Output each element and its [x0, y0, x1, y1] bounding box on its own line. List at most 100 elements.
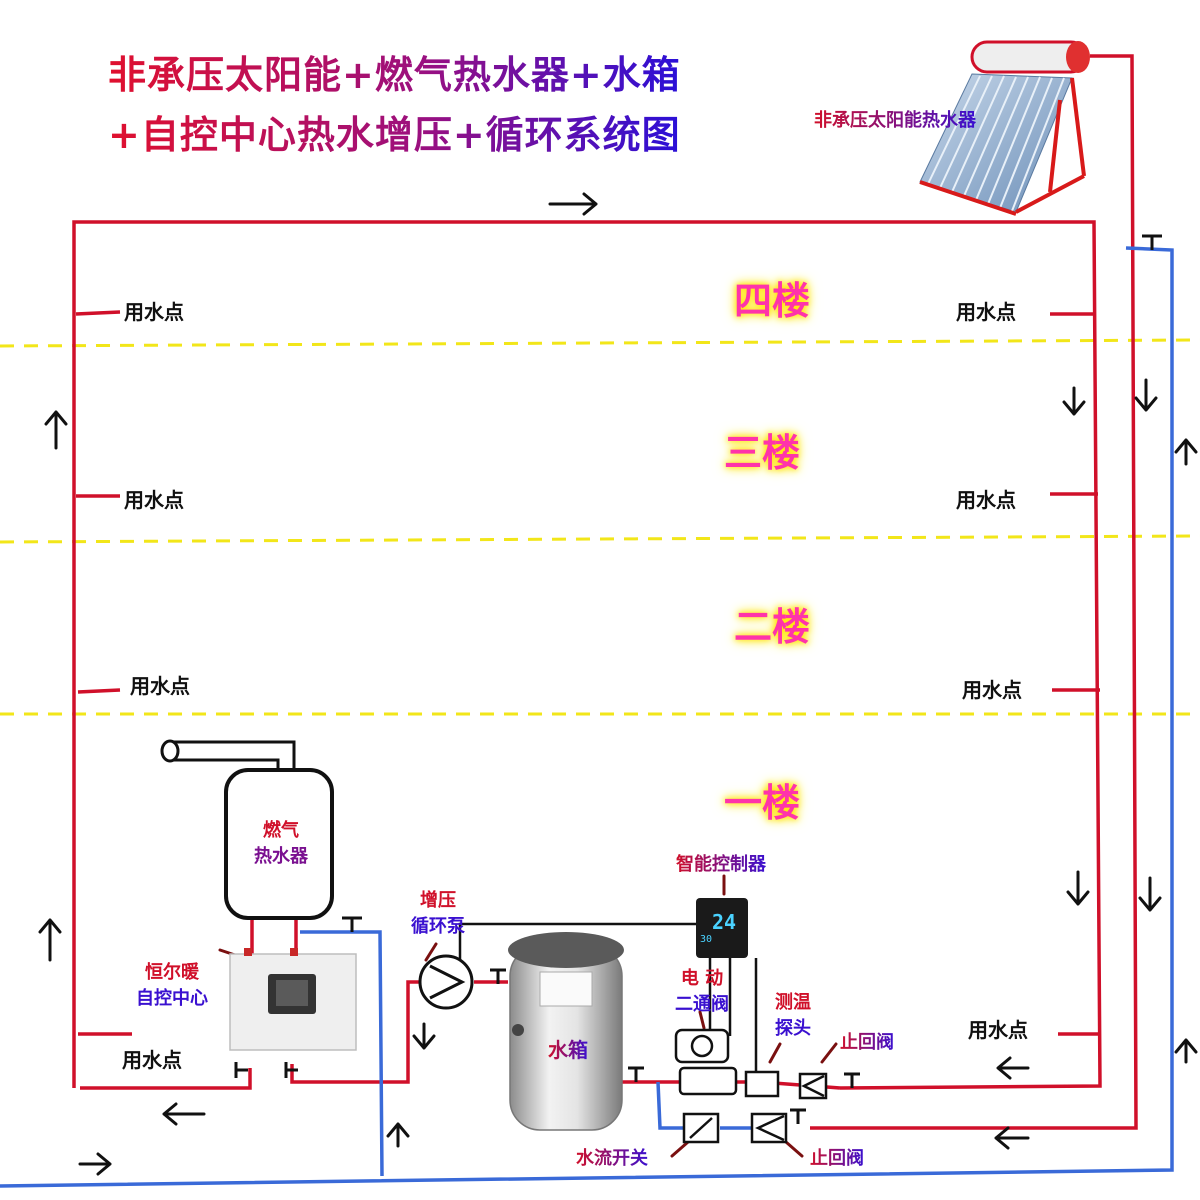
smart-controller-label: 智能控制器 — [676, 850, 766, 876]
temp-probe-label: 测温 探头 — [766, 990, 820, 1042]
floor-label-2: 二楼 — [734, 605, 811, 649]
check-valve-upper-mark — [801, 1074, 825, 1098]
title-line-1: 非承压太阳能+燃气热水器+水箱 — [108, 44, 681, 99]
check-valve-label-1: 止回阀 — [840, 1028, 894, 1054]
gas-heater-body — [224, 768, 334, 920]
controller-body — [696, 898, 748, 958]
flow-switch-mark — [689, 1117, 713, 1139]
flue-pipe — [170, 740, 296, 772]
solar-water-heater — [919, 40, 1090, 216]
floor-label-3: 三楼 — [724, 431, 801, 475]
check-valve-lower-mark — [755, 1114, 785, 1142]
arrow-pointer-pump — [424, 942, 438, 962]
pump-label-2: 循环泵 — [411, 916, 465, 937]
control-center-label-2: 自控中心 — [136, 988, 208, 1009]
tee-cap — [284, 1062, 298, 1078]
controller-display-main: 24 — [712, 910, 737, 934]
solar-hot-line — [810, 54, 1138, 1130]
arrow-pointer-check2 — [784, 1140, 804, 1158]
tee-cap — [234, 1062, 248, 1078]
arrow-up-left-lower — [38, 918, 62, 962]
controller-display-sub: 30 — [700, 934, 713, 945]
flue-pipe-end — [160, 739, 180, 763]
solar-heater-label: 非承压太阳能热水器 — [814, 106, 976, 132]
arrow-down-right-4 — [1138, 876, 1162, 912]
water-point-left-2: 用水点 — [130, 674, 190, 698]
arrow-up-right-2 — [1174, 1038, 1198, 1064]
smart-controller — [696, 898, 748, 958]
cold-water-pipes — [0, 246, 1174, 1188]
control-out-line — [80, 1068, 252, 1090]
cold-to-flow-switch — [656, 1081, 684, 1130]
arrow-down-right-1 — [1062, 386, 1086, 416]
arrow-pointer-flow — [670, 1140, 690, 1158]
solar-tubes — [927, 75, 1065, 212]
pump-label: 增压 循环泵 — [398, 888, 478, 940]
water-point-right-3: 用水点 — [956, 488, 1016, 512]
gas-heater-label-1: 燃气 — [263, 820, 299, 841]
title-line-2: +自控中心热水增压+循环系统图 — [108, 104, 681, 159]
pump-circle — [418, 954, 474, 1010]
electric-valve-label-1: 电 动 — [680, 968, 724, 989]
tee-cap — [490, 968, 506, 984]
valve-assembly — [674, 958, 828, 1144]
tee-cap — [1142, 234, 1162, 250]
cold-main — [0, 246, 1174, 1188]
water-point-left-4: 用水点 — [124, 300, 184, 324]
electric-valve-label-2: 二通阀 — [675, 994, 729, 1015]
arrow-left-bottom — [162, 1102, 206, 1126]
arrow-up-right-1 — [1174, 438, 1198, 466]
water-point-right-1: 用水点 — [968, 1018, 1028, 1042]
pump-label-1: 增压 — [420, 890, 456, 911]
arrow-down-right-2 — [1134, 378, 1158, 412]
divider-3-2 — [0, 534, 1200, 544]
floor-label-4: 四楼 — [734, 279, 811, 323]
temp-probe-label-2: 探头 — [775, 1018, 811, 1039]
tee-caps — [234, 234, 1162, 1124]
flow-switch-label: 水流开关 — [576, 1144, 648, 1170]
arrow-down-pump — [412, 1022, 436, 1050]
arrow-pointer-valve — [698, 1010, 706, 1030]
control-center-screen-inner — [276, 980, 308, 1006]
gas-water-heater — [160, 739, 334, 920]
tank-plate — [539, 971, 593, 1007]
tank-label: 水箱 — [548, 1034, 588, 1063]
water-point-left-1: 用水点 — [122, 1048, 182, 1072]
tank-top — [508, 932, 624, 968]
gas-heater-label-2: 热水器 — [254, 846, 308, 867]
electric-valve-label: 电 动 二通阀 — [664, 966, 740, 1018]
arrow-down-right-3 — [1066, 870, 1090, 906]
tank-gauge — [512, 1024, 524, 1036]
control-center-ports — [244, 948, 298, 956]
valve-motor-symbol — [690, 1034, 714, 1058]
water-tank — [508, 932, 624, 1131]
arrow-up-left-upper — [44, 410, 68, 450]
arrow-up-cold-lower — [386, 1122, 410, 1148]
control-in-line — [290, 980, 420, 1084]
solar-frame — [919, 77, 1086, 216]
arrow-pointer-check1 — [820, 1042, 838, 1064]
temp-probe — [744, 1070, 780, 1098]
control-center — [229, 948, 357, 1051]
water-point-right-4: 用水点 — [956, 300, 1016, 324]
divider-4-3 — [0, 338, 1200, 348]
temp-probe-label-1: 测温 — [775, 992, 811, 1013]
left-branch-2 — [77, 688, 121, 694]
valve-body — [678, 1066, 738, 1096]
pump-triangle — [429, 964, 466, 1000]
control-center-label-1: 恒尔暖 — [145, 962, 199, 983]
tee-cap — [342, 916, 362, 932]
tee-cap — [844, 1072, 860, 1088]
main-hot-loop — [72, 220, 1102, 1090]
arrow-pointer-probe — [768, 1042, 782, 1064]
floor-dividers — [0, 338, 1200, 716]
arrow-right-top — [548, 192, 598, 216]
water-point-left-3: 用水点 — [124, 488, 184, 512]
control-center-label: 恒尔暖 自控中心 — [128, 960, 216, 1012]
arrow-left-return — [994, 1126, 1030, 1150]
arrow-right-bottom — [78, 1152, 112, 1176]
arrow-left-hot — [996, 1056, 1030, 1080]
gas-heater-label: 燃气 热水器 — [246, 818, 316, 870]
tee-cap — [790, 1108, 806, 1124]
